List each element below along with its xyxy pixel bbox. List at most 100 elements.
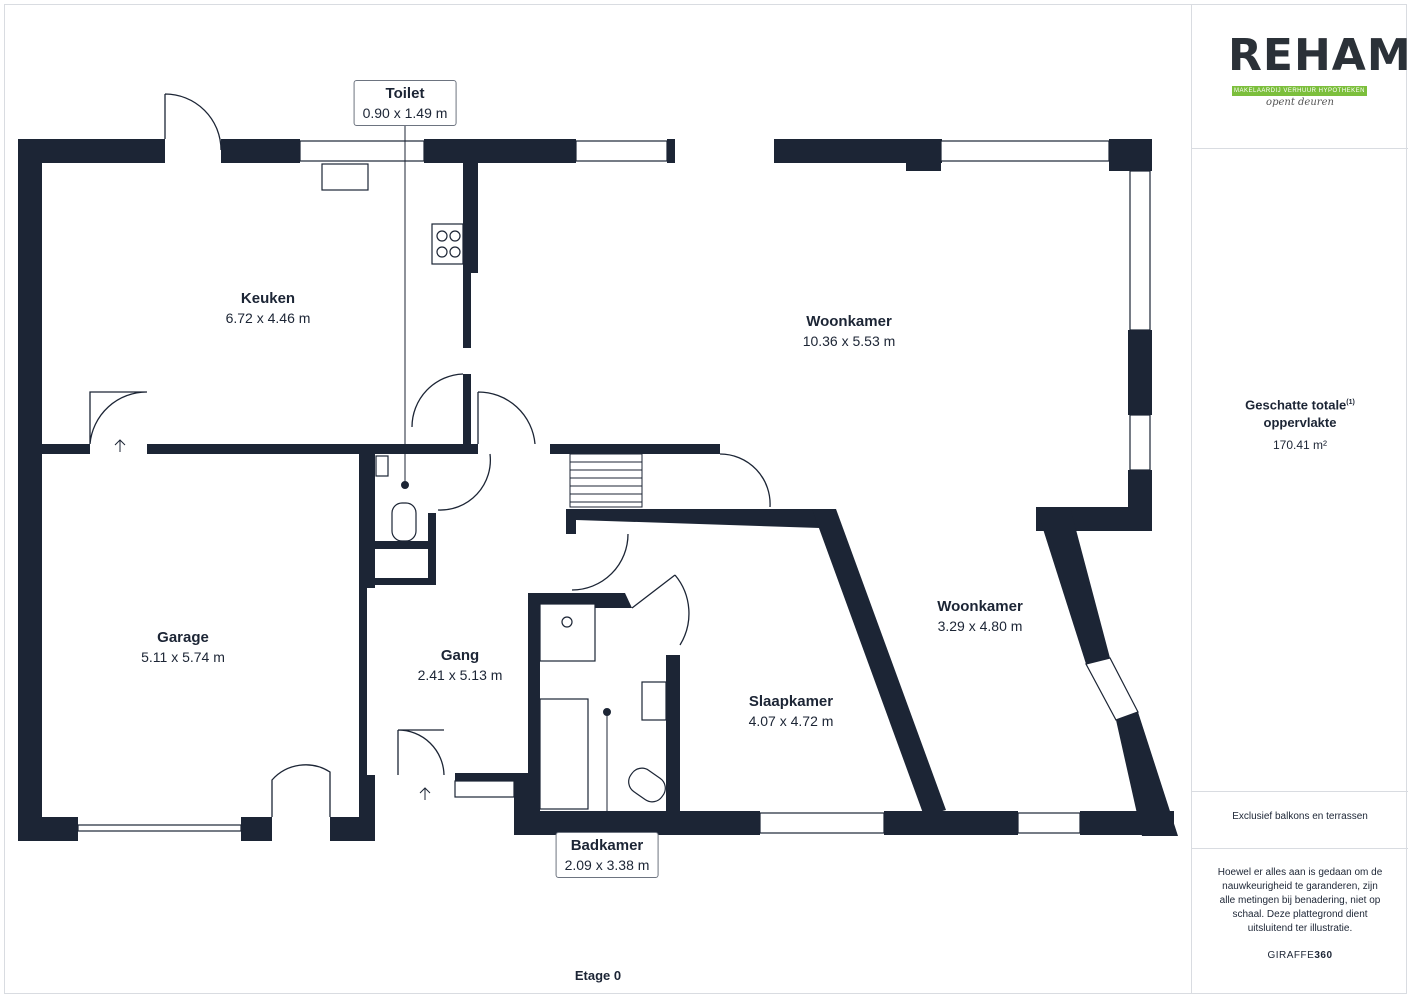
door-keuken-garage [89, 391, 148, 445]
window-bottom-1 [759, 812, 885, 834]
bath-sink-icon [641, 681, 667, 721]
room-name: Slaapkamer [748, 693, 834, 710]
divider [1192, 148, 1408, 149]
logo: REHAM [1228, 30, 1412, 81]
area-label-line-2: oppervlakte [1263, 415, 1337, 431]
room-label-woonkamer-1: Woonkamer 10.36 x 5.53 m [803, 313, 896, 349]
door-keuken-outside [164, 93, 222, 151]
wall-keuken-bottom-1 [42, 444, 90, 454]
wall-pillar [906, 139, 941, 171]
room-label-woonkamer-2: Woonkamer 3.29 x 4.80 m [937, 598, 1023, 634]
fixtures [321, 163, 667, 810]
window-diag [1085, 657, 1139, 721]
wall-toilet-right [428, 513, 436, 585]
footnote-marker: (1) [1346, 399, 1355, 406]
divider [1192, 848, 1408, 849]
room-name: Toilet [385, 85, 425, 102]
room-label-gang: Gang 2.41 x 5.13 m [418, 647, 503, 683]
wall-top-keuken [221, 139, 300, 163]
wall-garage-right [359, 453, 367, 841]
leaders [401, 125, 611, 835]
room-name: Badkamer [570, 837, 644, 854]
floor-label: Etage 0 [574, 968, 622, 983]
info-sidebar [1191, 5, 1408, 994]
bathtub-icon [539, 698, 589, 810]
wall-toilet-left [367, 453, 375, 588]
wall-toilet-bottom [367, 541, 436, 549]
wall-keuken-bottom-2 [147, 444, 478, 454]
stairs [569, 453, 643, 508]
wall-bottom-garage-3 [330, 817, 363, 841]
disclaimer: Hoewel er alles aan is gedaan om de nauw… [1217, 867, 1383, 934]
room-dims: 0.90 x 1.49 m [362, 105, 448, 121]
window-right-2 [1129, 414, 1151, 471]
room-dims: 5.11 x 5.74 m [141, 649, 225, 665]
wall-left [18, 139, 42, 841]
wall-top-mid [424, 139, 576, 163]
wall-bottom-garage-1 [18, 817, 78, 841]
room-label-slaapkamer: Slaapkamer 4.07 x 4.72 m [749, 693, 834, 729]
area-label-line-1: Geschatte totale [1245, 397, 1347, 413]
wall-keuken-right [463, 163, 471, 348]
wall-diag-right-1 [1036, 507, 1110, 664]
wall-diag-slaap [812, 509, 946, 816]
room-dims: 2.41 x 5.13 m [417, 667, 503, 683]
window-woonkamer-top [940, 140, 1110, 162]
arrow-up-icon [114, 439, 126, 452]
door-keuken-hall [411, 373, 464, 428]
wall-slaapkamer-top [566, 509, 826, 534]
stove-icon [431, 223, 464, 265]
window-keuken [299, 140, 425, 162]
door-gang-front [397, 729, 445, 776]
door-toilet [437, 453, 492, 511]
door-badkamer [631, 574, 690, 646]
exclusion-note: Exclusief balkons en terrassen [1232, 811, 1368, 822]
wall-top-right [1109, 139, 1152, 171]
wall-closet [367, 578, 436, 585]
brand-prefix: GIRAFFE [1267, 950, 1315, 961]
divider [1192, 791, 1408, 792]
door-garage [271, 764, 331, 817]
sink-icon [321, 163, 369, 191]
window-bottom-2 [1017, 812, 1081, 834]
wall-top-left [18, 139, 165, 163]
room-dims: 4.07 x 4.72 m [748, 713, 834, 729]
total-area-label: Geschatte totale(1) oppervlakte [1245, 394, 1355, 432]
wall-right-1 [1128, 330, 1152, 415]
walls [18, 139, 1178, 841]
wall-gang-left-low [367, 775, 375, 841]
brand-suffix: 360 [1314, 950, 1333, 961]
door-woonkamer-2 [719, 453, 771, 508]
door-slaapkamer [571, 533, 629, 591]
brand-mark: GIRAFFE360 [1267, 950, 1332, 961]
windows [77, 140, 1151, 834]
shower-icon [539, 603, 596, 662]
room-name: Gang [440, 647, 480, 664]
page-frame [4, 4, 1407, 994]
room-label-keuken: Keuken 6.72 x 4.46 m [226, 290, 311, 326]
wall-keuken-right-2 [471, 163, 478, 273]
logo-tagline: opent deuren [1266, 97, 1334, 108]
window-gang [454, 780, 515, 798]
wall-bottom-right-1 [884, 811, 1018, 835]
room-name: Woonkamer [806, 313, 892, 330]
bath-toilet-icon [628, 767, 666, 803]
arrows [114, 439, 431, 800]
wall-gang-bottom [455, 773, 514, 781]
wall-bad-right [666, 655, 680, 835]
wall-bottom-garage-2 [241, 817, 272, 841]
wall-diag-right-2 [1116, 712, 1178, 836]
room-dims: 3.29 x 4.80 m [937, 618, 1023, 634]
room-label-toilet: Toilet 0.90 x 1.49 m [353, 80, 457, 126]
room-label-garage: Garage 5.11 x 5.74 m [141, 629, 225, 665]
toilet-sink-icon [375, 455, 389, 477]
room-dims: 10.36 x 5.53 m [802, 333, 896, 349]
room-dims: 6.72 x 4.46 m [225, 310, 311, 326]
room-name: Garage [157, 629, 209, 646]
toilet-bowl-icon [391, 502, 417, 542]
wall-stair-top [550, 444, 720, 454]
wall-keuken-right-low [463, 374, 471, 454]
room-name: Keuken [240, 290, 296, 307]
door-woonkamer [477, 391, 536, 445]
wall-bad-left [528, 593, 540, 835]
